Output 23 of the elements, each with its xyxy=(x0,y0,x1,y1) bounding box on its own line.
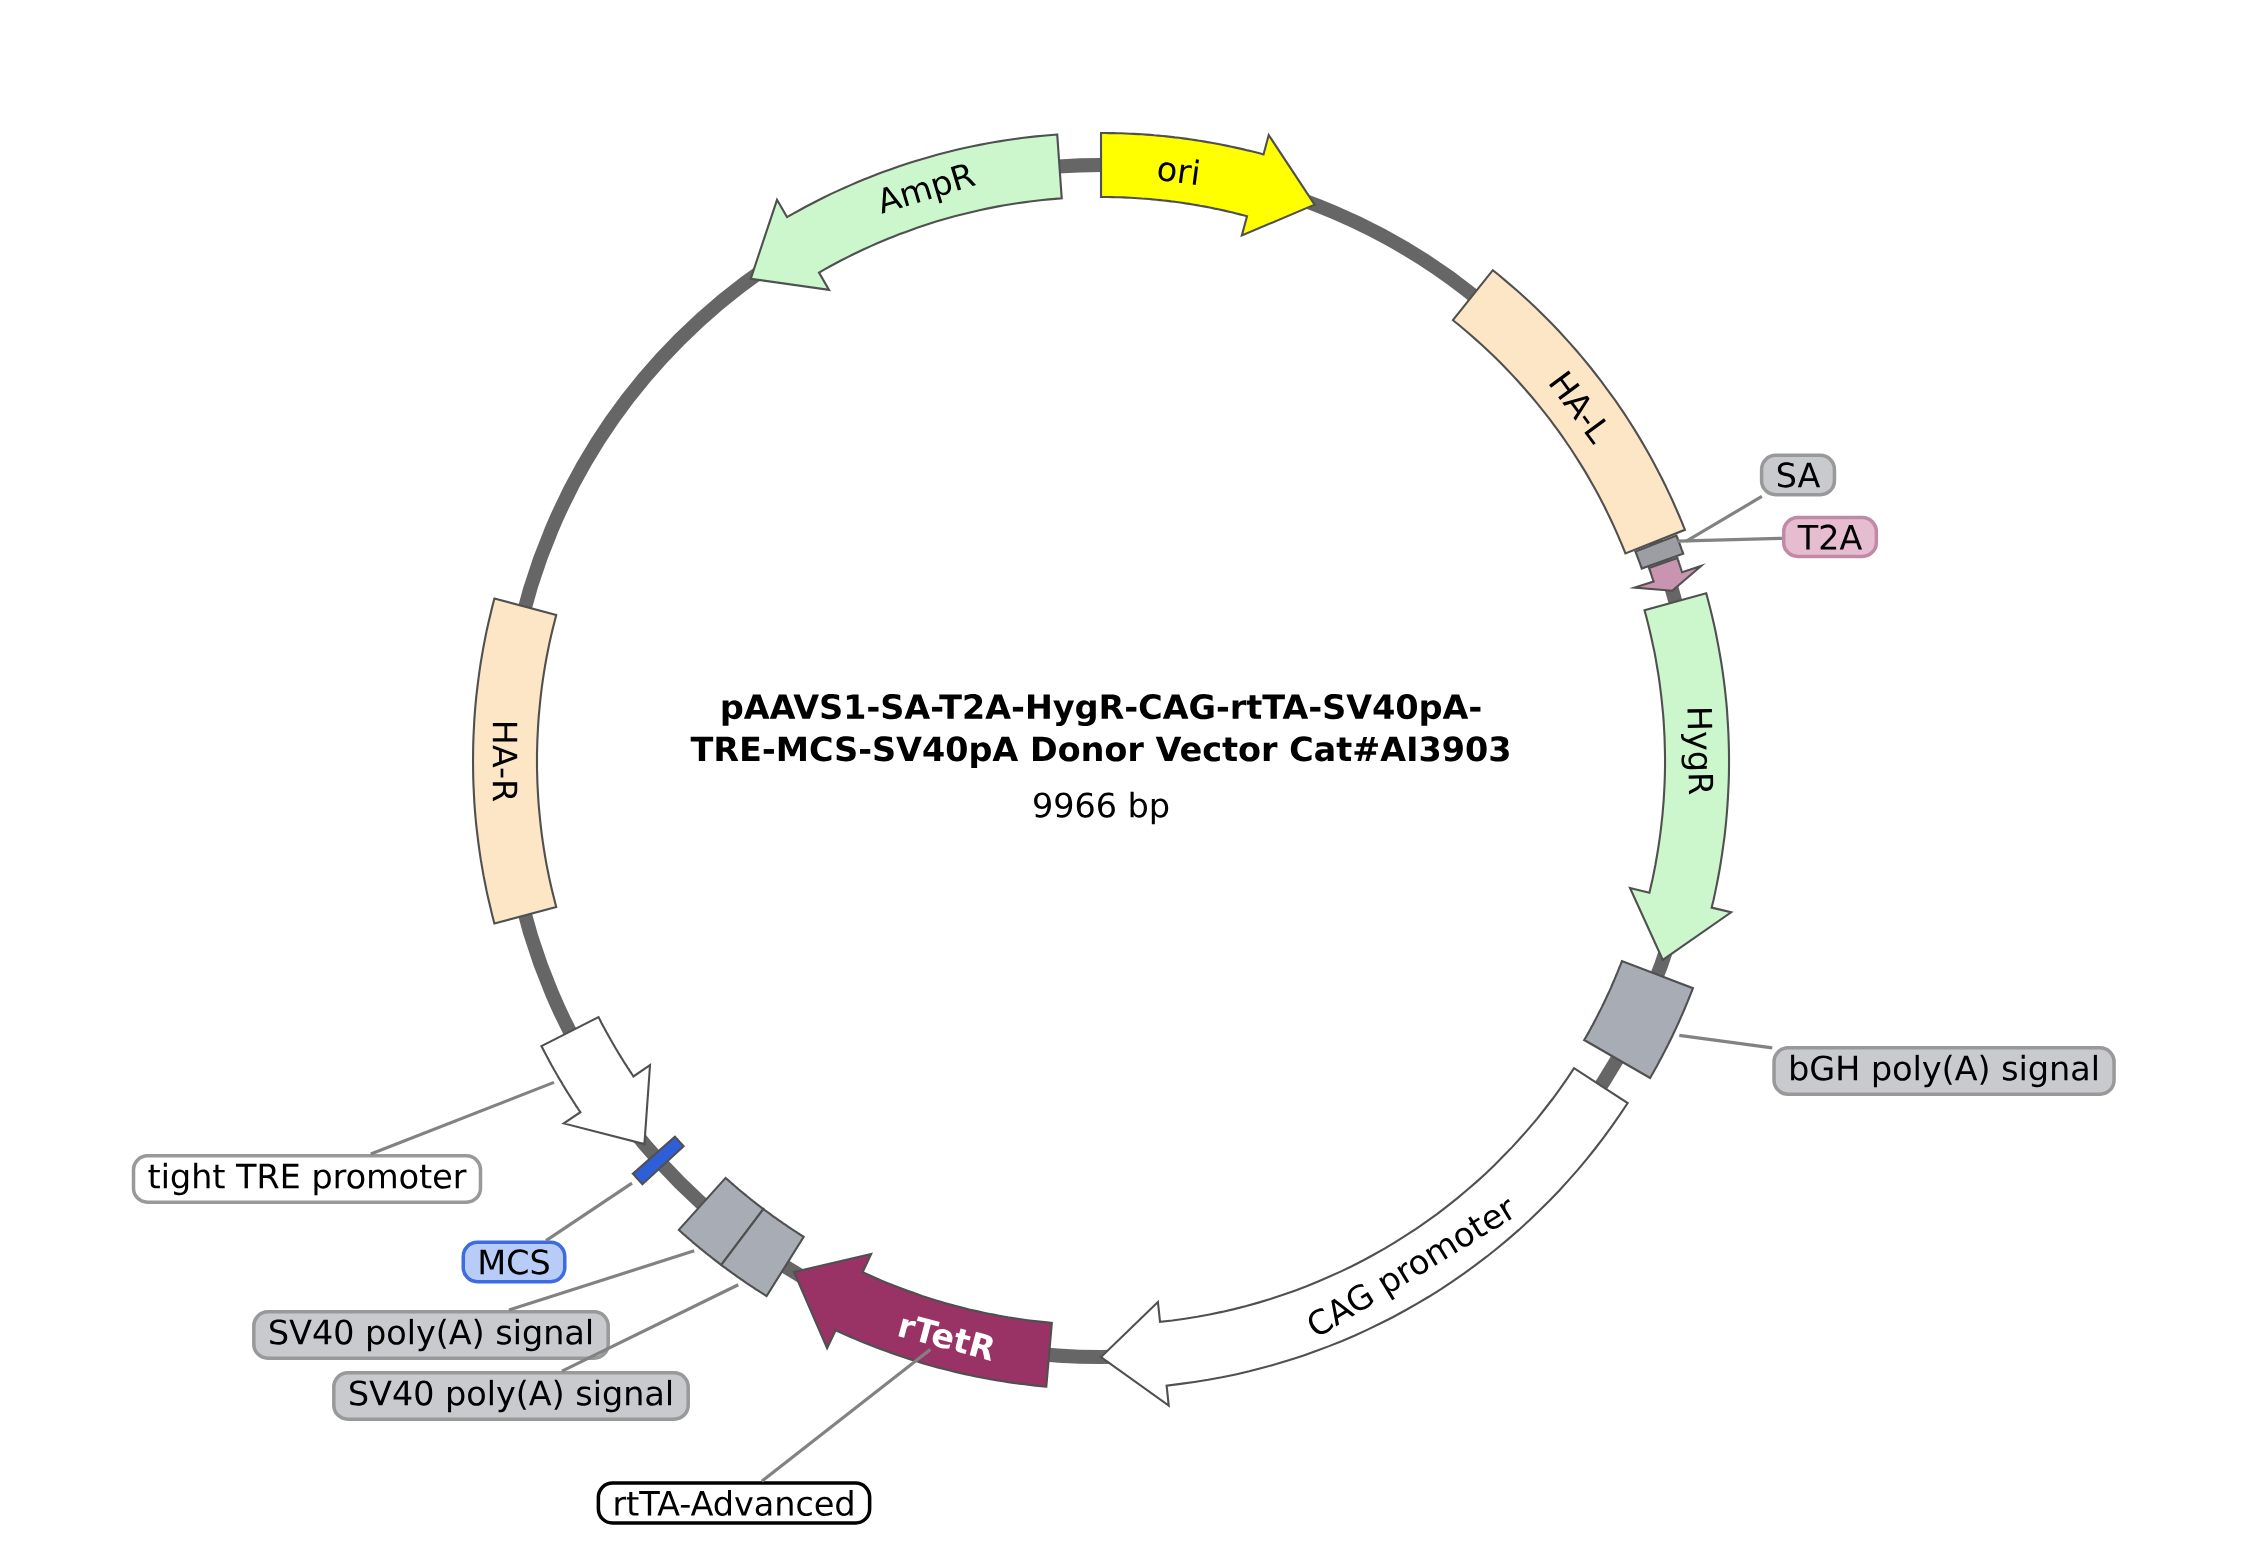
feature-label: MCS xyxy=(461,1240,567,1284)
gene-feature: rTetR xyxy=(792,1252,1053,1388)
leader-line xyxy=(1679,1033,1773,1050)
gene-feature: ori xyxy=(1099,131,1317,238)
leader-line xyxy=(508,1249,695,1312)
feature-label: SA xyxy=(1759,453,1837,497)
plasmid-size: 9966 bp xyxy=(1034,791,1169,825)
feature-label: tight TRE promoter xyxy=(131,1154,483,1204)
leader-line xyxy=(1677,536,1782,543)
feature-label: SV40 poly(A) signal xyxy=(332,1371,690,1421)
feature-label: T2A xyxy=(1781,515,1879,559)
feature-box: HA-R xyxy=(471,597,558,925)
leader-line xyxy=(545,1181,633,1242)
plasmid-title: pAAVS1-SA-T2A-HygR-CAG-rtTA-SV40pA-TRE-MCS-SV40pA Donor Vector Cat#AI3903 xyxy=(690,694,1509,768)
gene-feature: AmpR xyxy=(749,133,1063,292)
leader-line xyxy=(760,1348,932,1483)
gene-feature xyxy=(1629,556,1706,592)
feature-box xyxy=(1634,534,1685,570)
leader-line xyxy=(370,1080,555,1156)
leader-line xyxy=(561,1283,739,1373)
feature-label: rtTA-Advanced xyxy=(596,1481,872,1525)
feature-label: bGH poly(A) signal xyxy=(1772,1046,2116,1096)
feature-label: SV40 poly(A) signal xyxy=(252,1310,610,1360)
